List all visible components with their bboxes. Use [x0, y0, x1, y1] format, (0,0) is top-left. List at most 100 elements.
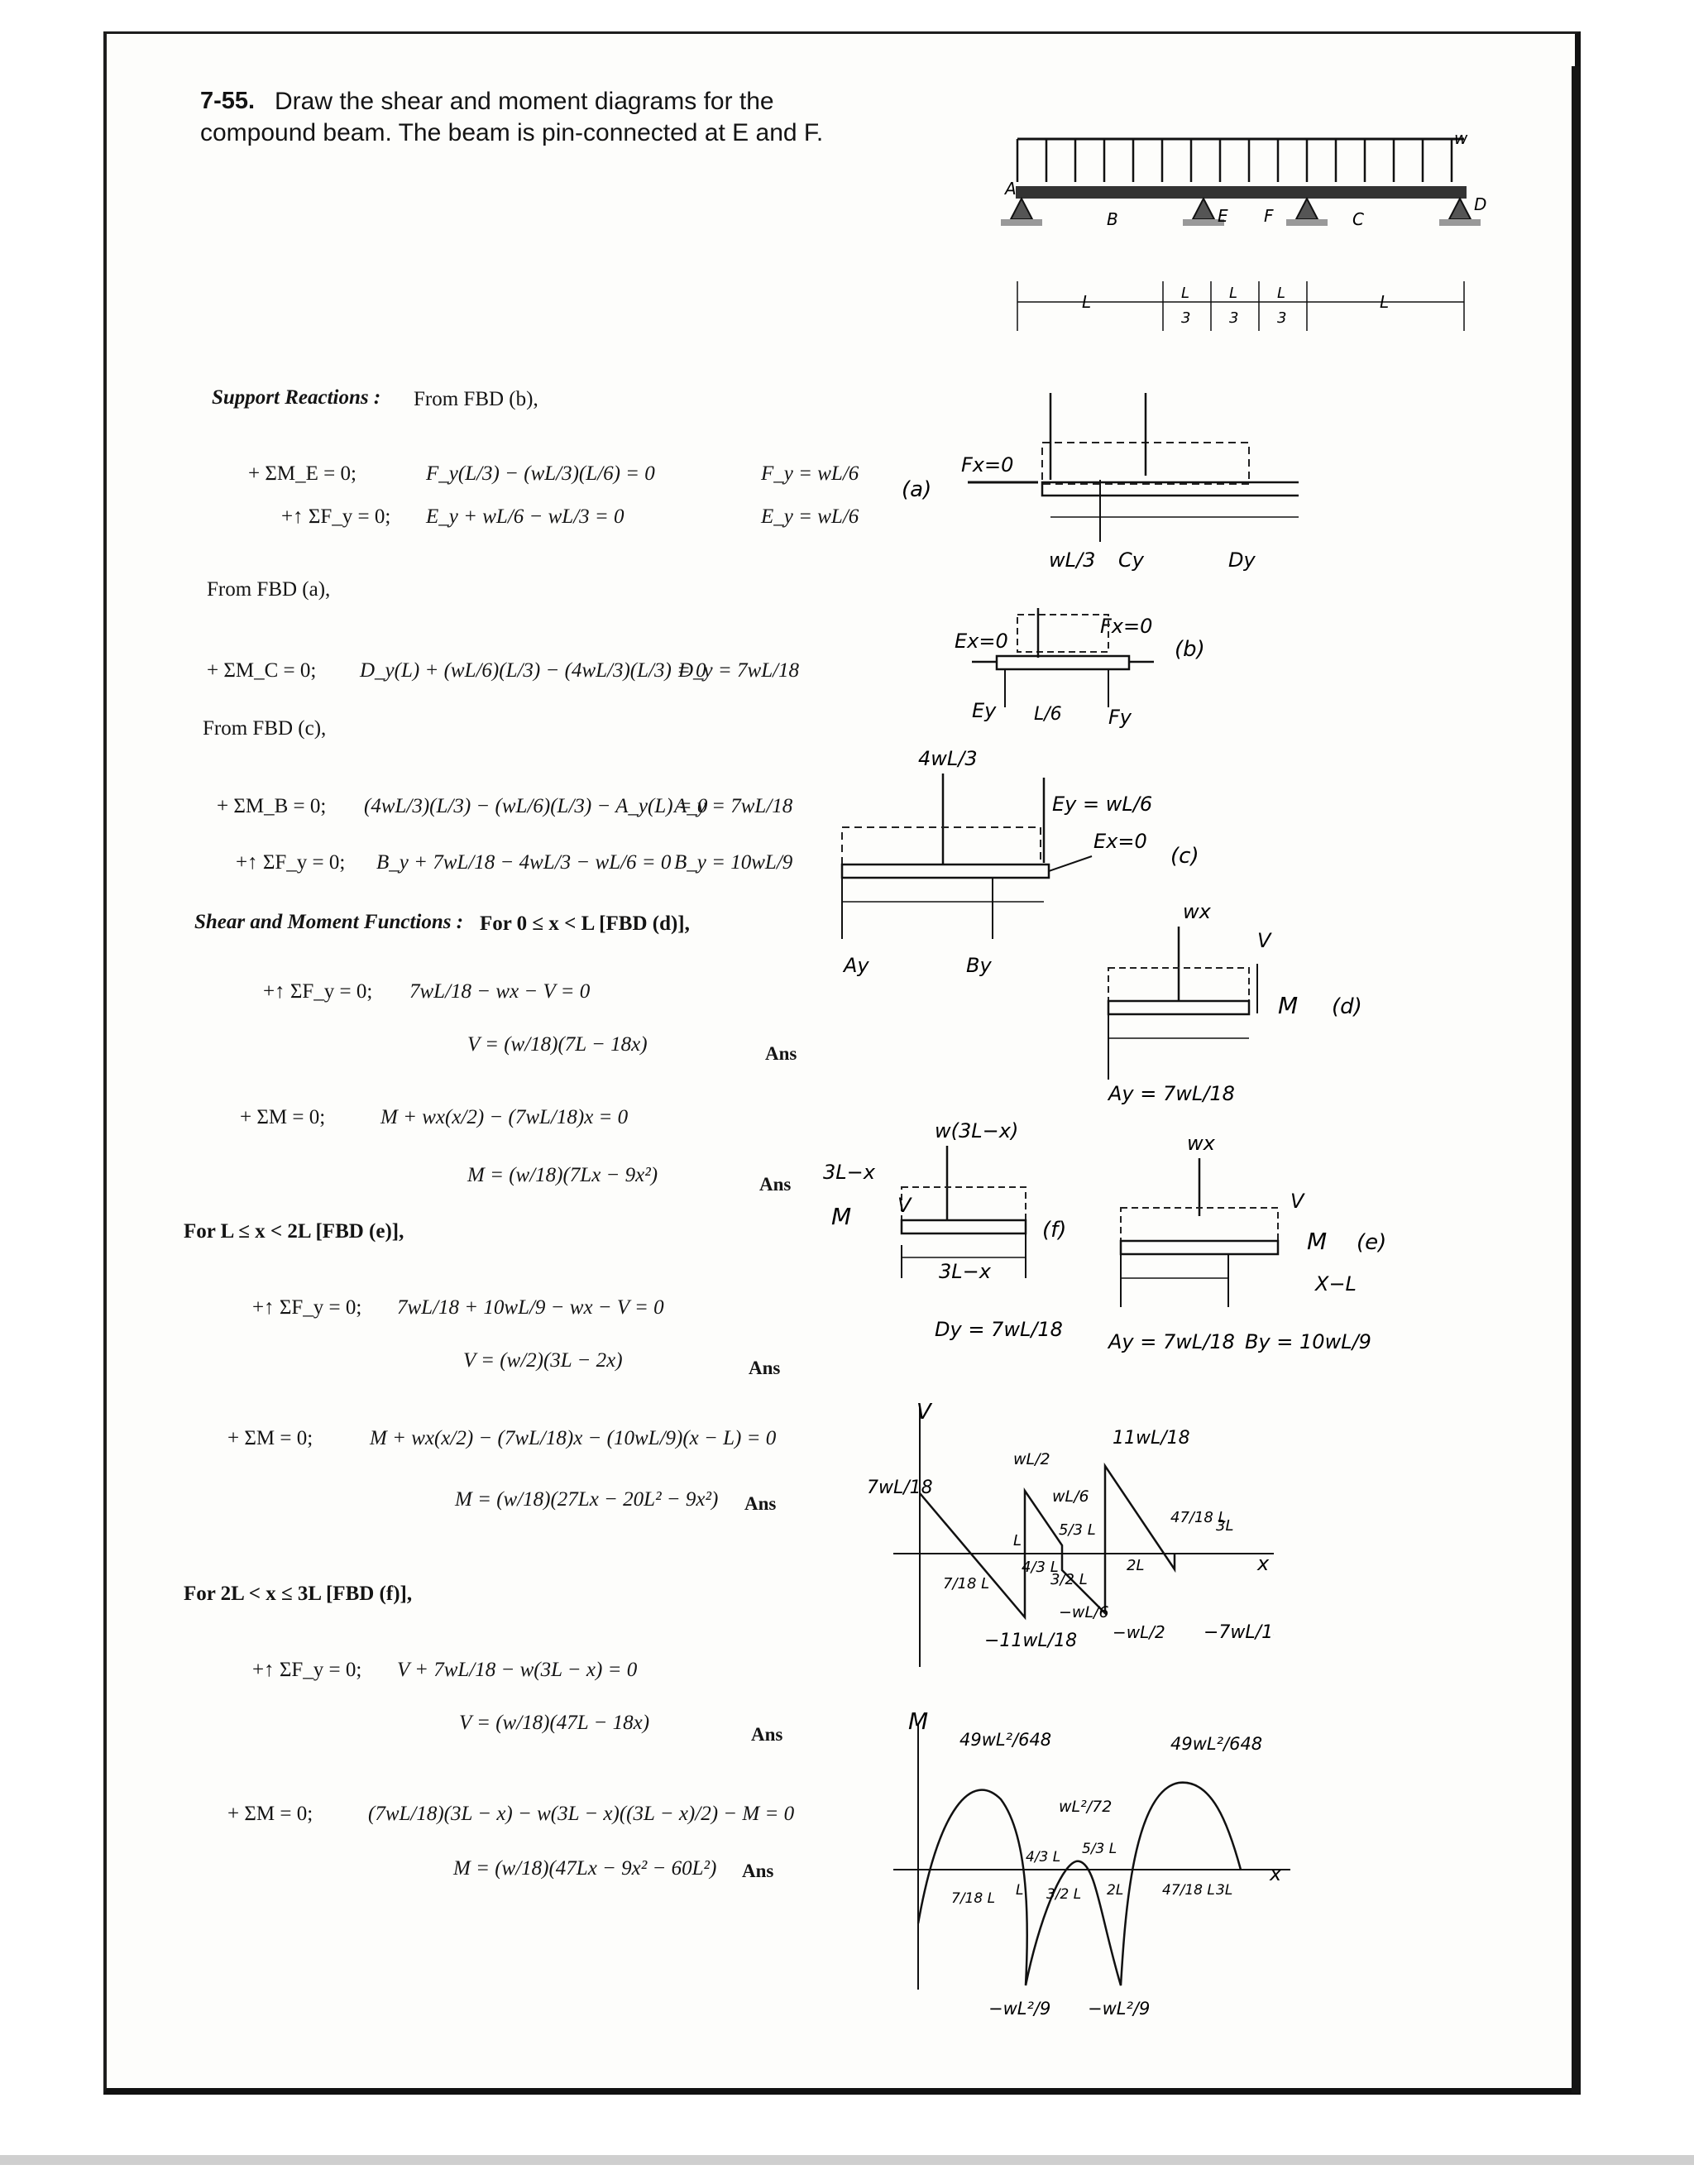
shear-diagram: V x 7wL/18 11wL/18 wL/2 wL/6 7/18 L L 4/…: [867, 1400, 1274, 1667]
reactions-heading: Support Reactions :: [212, 386, 381, 409]
fbd-e-label: (e): [1357, 1230, 1386, 1255]
page-shadow-edge: [1572, 66, 1580, 2093]
v-lbl-8: 5/3 L: [1059, 1521, 1096, 1539]
s2-result: V = (w/2)(3L − 2x): [463, 1349, 623, 1372]
range-1: For 0 ≤ x < L [FBD (d)],: [480, 912, 690, 935]
problem-line-2: compound beam. The beam is pin-connected…: [200, 119, 824, 146]
s1-result: V = (w/18)(7L − 18x): [467, 1033, 648, 1056]
s2-eq: 7wL/18 + 10wL/9 − wx − V = 0: [397, 1296, 664, 1319]
m-label-e: M: [1307, 1228, 1327, 1255]
eq5-result: B_y = 10wL/9: [674, 851, 793, 874]
m2-label: + ΣM = 0;: [227, 1427, 313, 1449]
scan-bottom-strip: [0, 2155, 1694, 2165]
problem-line-1: Draw the shear and moment diagrams for t…: [275, 88, 774, 115]
m3-ans: Ans: [742, 1861, 774, 1881]
fbd-c-label: (c): [1170, 844, 1199, 869]
v-lbl-1: 11wL/18: [1113, 1428, 1190, 1449]
m1-label: + ΣM = 0;: [240, 1106, 326, 1128]
label-c: C: [1352, 209, 1364, 229]
eq2-label: +↑ ΣF_y = 0;: [281, 505, 391, 528]
moment-diagram: M x 49wL²/648 49wL²/648 wL²/72 7/18 L L …: [893, 1708, 1290, 2019]
dy-eq-f: Dy = 7wL/18: [935, 1318, 1063, 1341]
dim-3-4: 3: [1277, 309, 1286, 327]
v-label-f: V: [897, 1194, 912, 1217]
m-lbl-5: 4/3 L: [1026, 1849, 1060, 1866]
eq4-result: A_y = 7wL/18: [674, 795, 793, 817]
label-w: w: [1454, 128, 1468, 148]
l6-label: L/6: [1034, 704, 1062, 725]
eq4-label: + ΣM_B = 0;: [217, 795, 327, 817]
m-lbl-10: 3L: [1216, 1882, 1232, 1899]
v-lbl-6: 4/3 L: [1022, 1559, 1059, 1576]
fbd-d-sketch: wx V M (d) Ay = 7wL/18: [1107, 900, 1362, 1104]
v-label-e: V: [1290, 1190, 1305, 1213]
m1-result: M = (w/18)(7Lx − 9x²): [467, 1164, 658, 1186]
dim-l-3: L: [1229, 285, 1237, 302]
m-lbl-4: L: [1016, 1882, 1023, 1899]
s3-eq: V + 7wL/18 − w(3L − x) = 0: [397, 1659, 638, 1681]
by-eq-e: By = 10wL/9: [1245, 1330, 1371, 1353]
fourwl3-label: 4wL/3: [918, 749, 978, 770]
m-lbl-6: 3/2 L: [1046, 1886, 1081, 1903]
m-lbl-0: 49wL²/648: [959, 1730, 1051, 1750]
moment-axis-m: M: [908, 1708, 928, 1735]
fbd-a-label: (a): [902, 477, 931, 502]
eq2-body: E_y + wL/6 − wL/3 = 0: [426, 505, 624, 528]
v-lbl-10: 47/18 L: [1170, 1509, 1227, 1526]
dy-label: Dy: [1228, 548, 1256, 572]
dim-l-4: L: [1277, 285, 1285, 302]
m3-label: + ΣM = 0;: [227, 1803, 313, 1825]
v-lbl-2: wL/2: [1013, 1450, 1050, 1468]
m1-ans: Ans: [759, 1174, 792, 1195]
m3-eq: (7wL/18)(3L − x) − w(3L − x)((3L − x)/2)…: [368, 1803, 795, 1825]
fx0-label: Fx=0: [961, 453, 1013, 477]
from-fbd-b: From FBD (b),: [414, 388, 538, 410]
from-fbd-a: From FBD (a),: [207, 578, 331, 601]
m-lbl-7: 5/3 L: [1082, 1841, 1117, 1857]
eq3-body: D_y(L) + (wL/6)(L/3) − (4wL/3)(L/3) = 0: [360, 659, 706, 682]
wl3-label: wL/3: [1049, 548, 1095, 572]
dim-l-2: L: [1181, 285, 1189, 302]
s3-ans: Ans: [751, 1724, 783, 1745]
fbd-f-label: (f): [1042, 1218, 1066, 1243]
m-lbl-1: 49wL²/648: [1170, 1734, 1262, 1754]
v-lbl-11: 3L: [1216, 1517, 1233, 1535]
fy-label-b: Fy: [1108, 706, 1132, 729]
m-label-f: M: [831, 1203, 851, 1230]
m2-result: M = (w/18)(27Lx − 20L² − 9x²): [455, 1488, 719, 1511]
w3lx-label: w(3L−x): [935, 1119, 1018, 1142]
by-label-c: By: [966, 954, 992, 977]
m-lbl-9: 47/18 L: [1162, 1882, 1215, 1899]
ay-eq-e: Ay = 7wL/18: [1107, 1330, 1235, 1353]
m1-eq: M + wx(x/2) − (7wL/18)x = 0: [380, 1106, 629, 1128]
s2-label: +↑ ΣF_y = 0;: [252, 1296, 362, 1319]
range-2: For L ≤ x < 2L [FBD (e)],: [184, 1220, 404, 1243]
v-lbl-12: −11wL/18: [984, 1631, 1077, 1651]
fbd-b-label: (b): [1175, 637, 1205, 662]
problem-number: 7-55.: [200, 88, 256, 114]
fbd-f-sketch: w(3L−x) 3L−x V M 3L−x (f) Dy = 7wL/18: [823, 1119, 1066, 1341]
ey-label-b: Ey: [972, 699, 997, 722]
ex0-label-c: Ex=0: [1093, 830, 1147, 853]
range-3: For 2L < x ≤ 3L [FBD (f)],: [184, 1583, 413, 1605]
xl-label: X−L: [1314, 1272, 1357, 1296]
v-lbl-5: L: [1013, 1532, 1022, 1549]
eq4-body: (4wL/3)(L/3) − (wL/6)(L/3) − A_y(L) = 0: [364, 795, 708, 817]
m2-eq: M + wx(x/2) − (7wL/18)x − (10wL/9)(x − L…: [370, 1427, 777, 1449]
eq1-label: + ΣM_E = 0;: [248, 462, 357, 485]
dim-l-1: L: [1082, 292, 1091, 312]
v-lbl-4: 7/18 L: [943, 1575, 989, 1592]
m-lbl-8: 2L: [1107, 1882, 1123, 1899]
cy-label: Cy: [1118, 548, 1145, 572]
s1-label: +↑ ΣF_y = 0;: [263, 980, 373, 1003]
v-lbl-13: −wL/6: [1059, 1603, 1109, 1621]
m-label-d: M: [1278, 992, 1298, 1019]
eq5-label: +↑ ΣF_y = 0;: [236, 851, 346, 874]
scanned-page: [103, 31, 1581, 2095]
threelx-label: 3L−x: [939, 1260, 992, 1283]
label-a: A: [1003, 179, 1017, 199]
wx-label-e: wx: [1187, 1132, 1216, 1155]
fbd-c-sketch: 4wL/3 Ey = wL/6 Ex=0 (c) Ay By: [840, 749, 1199, 977]
v-lbl-15: −7wL/18: [1204, 1622, 1274, 1643]
m3-result: M = (w/18)(47Lx − 9x² − 60L²): [453, 1857, 717, 1880]
